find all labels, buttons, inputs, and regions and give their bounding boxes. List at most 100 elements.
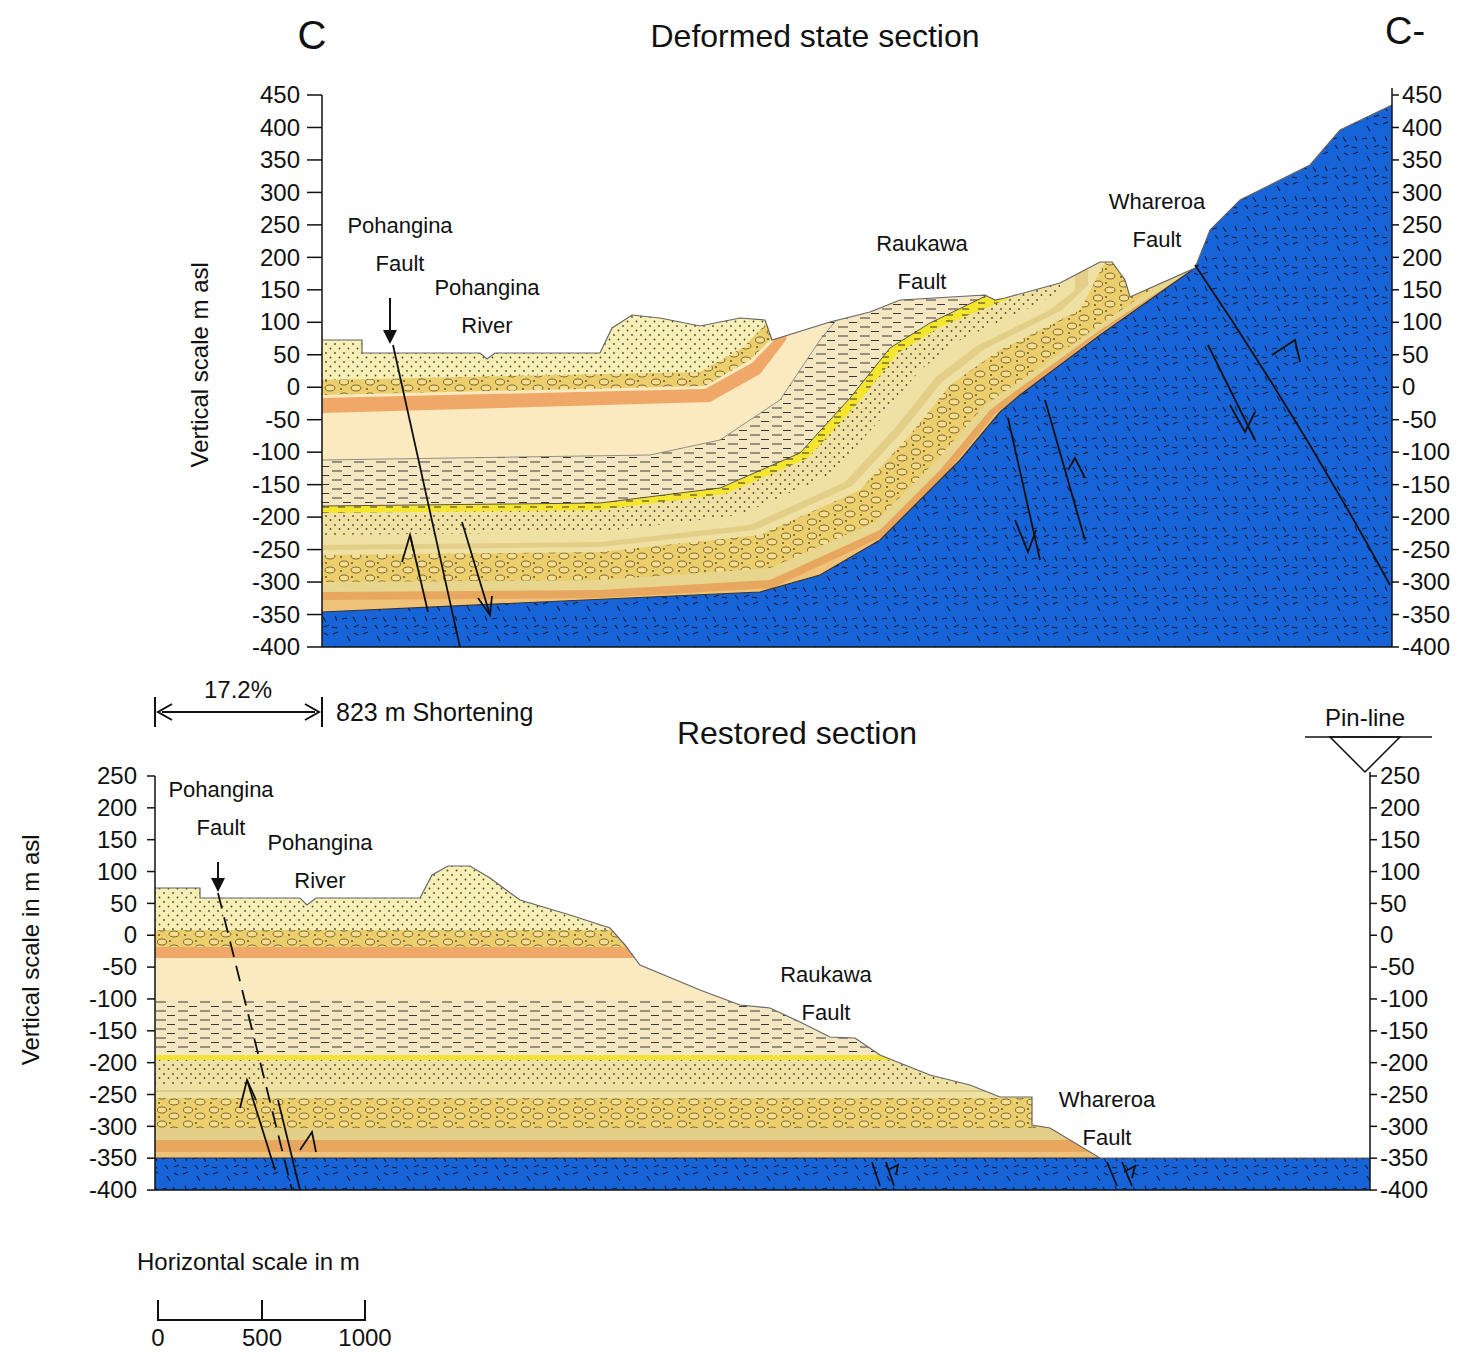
section-polyline: [1272, 340, 1300, 362]
axis-tick-mark: [307, 451, 322, 453]
axis-tick-label: -300: [89, 1113, 137, 1141]
section-rect: [155, 1060, 1370, 1085]
section-line: [278, 1100, 300, 1190]
axis-tick-label: 100: [1380, 858, 1420, 886]
section-end-label: C: [298, 12, 327, 58]
section-line: [247, 1080, 275, 1170]
pin-line-label: Pin-line: [1325, 704, 1405, 732]
section-rect: [155, 1000, 1370, 1055]
axis-tick-mark: [147, 1126, 155, 1128]
axis-tick-label: -250: [252, 536, 300, 564]
axis-tick-mark: [1392, 451, 1399, 453]
section-polyline: [322, 318, 838, 460]
axis-tick-mark: [1392, 354, 1399, 356]
section-polyline: [1124, 1166, 1135, 1178]
axis-tick-label: -250: [1380, 1081, 1428, 1109]
axis-tick-mark: [1392, 614, 1399, 616]
axis-tick-mark: [307, 159, 322, 161]
axis-tick-mark: [307, 646, 322, 648]
axis-tick-mark: [1370, 998, 1377, 1000]
axis-tick-mark: [1392, 516, 1399, 518]
axis-tick-mark: [1392, 386, 1399, 388]
section-rect: [155, 930, 1370, 947]
section-path: [158, 1300, 365, 1320]
section-polygon: [322, 0, 1392, 647]
axis-tick-label: 100: [97, 858, 137, 886]
axis-tick-mark: [1370, 1094, 1377, 1096]
axis-tick-mark: [1392, 322, 1399, 324]
axis-tick-mark: [1392, 581, 1399, 583]
axis-tick-mark: [307, 549, 322, 551]
axis-tick-mark: [1370, 1126, 1377, 1128]
section-line: [1045, 400, 1085, 540]
axis-tick-label: 250: [260, 211, 300, 239]
shortening-value: 823 m Shortening: [336, 698, 533, 727]
axis-tick-mark: [307, 192, 322, 194]
axis-title: Vertical scale in m asl: [16, 835, 44, 1066]
section-polygon: [211, 878, 225, 892]
axis-tick-mark: [307, 516, 322, 518]
section-end-label: C-: [1385, 10, 1425, 54]
axis-tick-mark: [147, 871, 155, 873]
axis-tick-label: 200: [1402, 244, 1442, 272]
axis-tick-mark: [147, 775, 155, 777]
axis-tick-label: 250: [97, 762, 137, 790]
axis-tick-mark: [307, 354, 322, 356]
axis-tick-label: 150: [97, 826, 137, 854]
axis-tick-mark: [307, 386, 322, 388]
axis-tick-label: 50: [110, 890, 137, 918]
axis-tick-mark: [1370, 1030, 1377, 1032]
section-line: [1208, 345, 1255, 440]
axis-tick-mark: [1392, 646, 1399, 648]
axis-tick-label: -300: [1380, 1113, 1428, 1141]
section-polyline: [300, 1132, 316, 1152]
section-rect: [155, 958, 1370, 1000]
section-rect: [155, 1152, 1370, 1158]
section-g: [155, 850, 1370, 1190]
axis-tick-label: 350: [1402, 146, 1442, 174]
axis-tick-label: 200: [1380, 794, 1420, 822]
axis-tick-mark: [1392, 127, 1399, 129]
axis-tick-label: -350: [89, 1144, 137, 1172]
axis-tick-mark: [1370, 966, 1377, 968]
axis-tick-mark: [147, 1062, 155, 1064]
axis-tick-mark: [147, 998, 155, 1000]
axis-tick-label: 300: [260, 179, 300, 207]
axis-tick-label: -250: [89, 1081, 137, 1109]
axis-tick-mark: [307, 127, 322, 129]
axis-tick-mark: [1392, 224, 1399, 226]
axis-tick-label: -350: [1380, 1144, 1428, 1172]
fault-label: Whareroa Fault: [1095, 183, 1219, 259]
section-rect: [155, 1055, 1370, 1060]
scale-number: 500: [242, 1324, 282, 1352]
axis-tick-label: -50: [1402, 406, 1437, 434]
section-line: [886, 1162, 894, 1186]
section-line: [1122, 1162, 1132, 1186]
axis-tick-mark: [147, 1094, 155, 1096]
axis-tick-label: -150: [89, 1017, 137, 1045]
section-g: [155, 697, 365, 1320]
river-label: Pohangina River: [425, 269, 549, 345]
section-rect: [155, 1140, 1370, 1152]
axis-tick-label: -400: [89, 1176, 137, 1204]
axis-tick-label: 50: [1402, 341, 1429, 369]
axis-tick-label: -350: [252, 601, 300, 629]
section-line: [1008, 418, 1040, 560]
axis-title: Vertical scale m asl: [186, 262, 214, 467]
axis-tick-label: -300: [1402, 568, 1450, 596]
axis-tick-mark: [1392, 94, 1399, 96]
axis-tick-mark: [1370, 1157, 1377, 1159]
axis-tick-mark: [147, 935, 155, 937]
axis-tick-label: -200: [1380, 1049, 1428, 1077]
section-rect: [155, 1158, 1370, 1190]
axis-tick-mark: [1392, 484, 1399, 486]
section-line: [155, 1189, 1370, 1191]
section-polyline: [1068, 458, 1085, 478]
section-polyline: [1015, 520, 1036, 552]
section-g: [322, 88, 1392, 647]
section-polygon: [322, 300, 792, 413]
axis-tick-label: 450: [1402, 81, 1442, 109]
section-path: [1195, 265, 1390, 585]
section-polygon: [322, 0, 1392, 647]
axis-tick-mark: [147, 1157, 155, 1159]
